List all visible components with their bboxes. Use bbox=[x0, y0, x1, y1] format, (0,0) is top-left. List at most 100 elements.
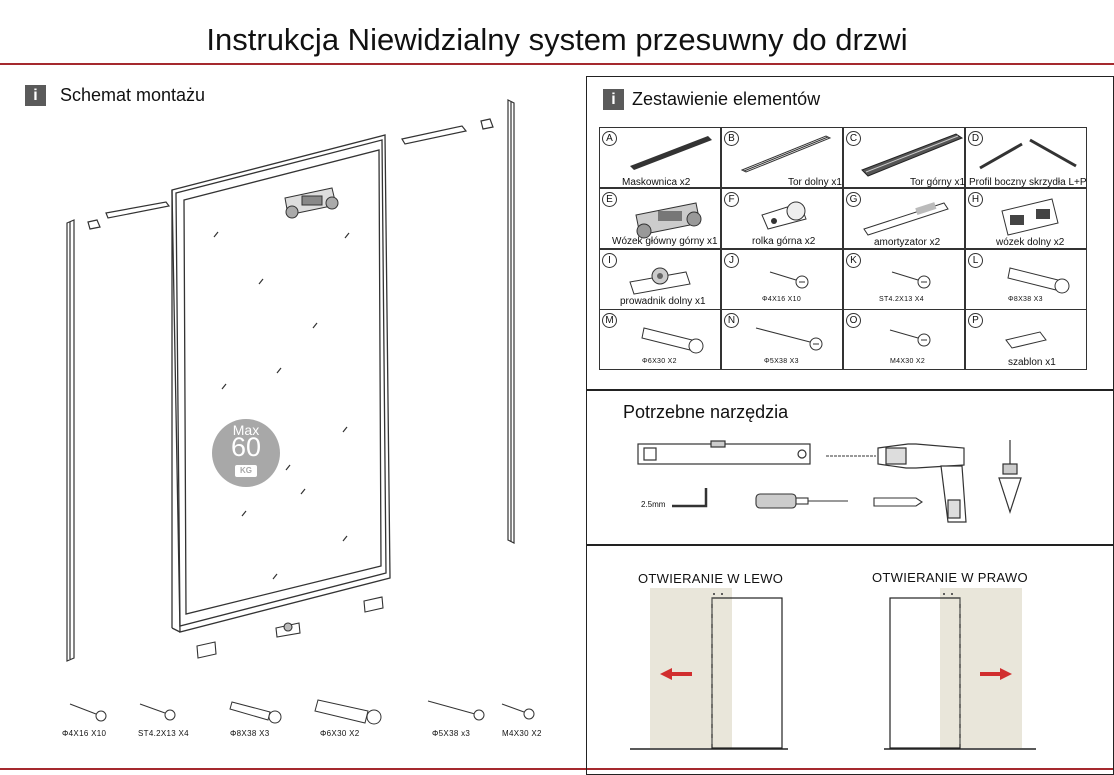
component-letter: B bbox=[724, 131, 739, 146]
top-track-icon bbox=[861, 133, 964, 177]
template-icon bbox=[1005, 331, 1047, 349]
component-cell: B Tor dolny x1 bbox=[721, 127, 843, 188]
component-label: Profil boczny skrzydła L+P bbox=[969, 177, 1087, 188]
weight-unit: KG bbox=[235, 465, 257, 477]
screw-caption: ST4.2X13 X4 bbox=[138, 729, 189, 738]
wall-plug-2-icon bbox=[314, 699, 382, 725]
component-label: Maskownica x2 bbox=[622, 177, 691, 188]
component-letter: D bbox=[968, 131, 983, 146]
component-letter: K bbox=[846, 253, 861, 268]
component-letter: E bbox=[602, 192, 617, 207]
bottom-guide-icon bbox=[629, 267, 691, 295]
component-label: prowadnik dolny x1 bbox=[620, 296, 706, 307]
component-letter: G bbox=[846, 192, 861, 207]
spirit-level-icon bbox=[637, 440, 811, 465]
long-screw-icon bbox=[427, 700, 485, 721]
component-letter: A bbox=[602, 131, 617, 146]
open-right-diagram bbox=[884, 588, 1036, 750]
screw-1-icon bbox=[69, 703, 107, 722]
assembly-heading-text: Schemat montażu bbox=[60, 85, 206, 105]
top-roller-icon bbox=[761, 201, 807, 230]
screw-caption: M4X30 X2 bbox=[502, 729, 542, 738]
component-letter: I bbox=[602, 253, 617, 268]
title-rule bbox=[0, 63, 1114, 65]
top-cover-strip bbox=[105, 201, 171, 219]
door-frame bbox=[171, 134, 391, 633]
components-heading: i Zestawienie elementów bbox=[603, 89, 820, 110]
component-letter: N bbox=[724, 313, 739, 328]
right-side-profile bbox=[507, 99, 515, 544]
bolt-icon bbox=[501, 703, 535, 720]
component-label: rolka górna x2 bbox=[752, 236, 816, 247]
component-letter: P bbox=[968, 313, 983, 328]
info-icon: i bbox=[603, 89, 624, 110]
component-label: M4X30 X2 bbox=[890, 358, 926, 365]
screw-caption: Φ4X16 X10 bbox=[62, 729, 107, 738]
max-weight-badge: Max 60 KG bbox=[212, 419, 280, 487]
bottom-trolley-icon bbox=[1001, 198, 1059, 236]
components-heading-text: Zestawienie elementów bbox=[632, 89, 821, 109]
component-letter: M bbox=[602, 313, 617, 328]
component-cell: M Φ6X30 X2 bbox=[599, 309, 721, 370]
screw-caption: Φ5X38 x3 bbox=[432, 729, 471, 738]
open-right-label: OTWIERANIE W PRAWO bbox=[872, 570, 1028, 585]
component-label: szablon x1 bbox=[1008, 357, 1056, 368]
bottom-parts bbox=[196, 596, 384, 659]
screw-icon bbox=[769, 271, 809, 289]
small-brackets bbox=[87, 118, 494, 230]
component-label: Wózek główny górny x1 bbox=[612, 236, 718, 247]
hex-key-icon bbox=[672, 488, 708, 508]
component-label: Tor dolny x1 bbox=[788, 177, 842, 188]
component-letter: L bbox=[968, 253, 983, 268]
tools-drawing bbox=[637, 440, 1022, 523]
screw-caption: Φ6X30 X2 bbox=[320, 729, 360, 738]
component-label: Φ6X30 X2 bbox=[642, 358, 677, 365]
assembly-diagram bbox=[66, 99, 515, 662]
side-profiles-icon bbox=[979, 138, 1077, 170]
screwdriver-bit-icon bbox=[873, 497, 923, 507]
plumb-bob-icon bbox=[998, 440, 1022, 514]
tools-heading: Potrzebne narzędzia bbox=[623, 402, 789, 422]
drill-icon bbox=[877, 443, 967, 523]
max-value: 60 bbox=[230, 432, 262, 462]
assembly-heading: i Schemat montażu bbox=[25, 85, 205, 106]
component-cell: C Tor górny x1 bbox=[843, 127, 965, 188]
component-cell: E Wózek główny górny x1 bbox=[599, 188, 721, 249]
left-side-profile bbox=[66, 219, 75, 662]
top-cover-strip-right bbox=[401, 125, 468, 145]
max-label: Max bbox=[232, 422, 260, 438]
component-letter: H bbox=[968, 192, 983, 207]
component-cell: N Φ5X38 X3 bbox=[721, 309, 843, 370]
component-label: Tor górny x1 bbox=[910, 177, 966, 188]
screwdriver-icon bbox=[755, 493, 848, 509]
bolt-icon bbox=[889, 329, 931, 347]
damper-icon bbox=[863, 202, 949, 236]
component-letter: C bbox=[846, 131, 861, 146]
info-icon: i bbox=[25, 85, 46, 106]
component-letter: F bbox=[724, 192, 739, 207]
component-cell: J Φ4X16 X10 bbox=[721, 249, 843, 310]
component-cell: A Maskownica x2 bbox=[599, 127, 721, 188]
trolley-on-door bbox=[284, 187, 339, 219]
component-cell: D Profil boczny skrzydła L+P bbox=[965, 127, 1087, 188]
component-label: Φ5X38 X3 bbox=[764, 358, 799, 365]
opening-diagrams bbox=[630, 588, 1036, 750]
screw-holes bbox=[213, 231, 350, 580]
arrow-left-icon bbox=[660, 668, 692, 680]
cover-profile-icon bbox=[630, 136, 712, 170]
component-label: Φ4X16 X10 bbox=[762, 296, 802, 303]
component-letter: J bbox=[724, 253, 739, 268]
arrow-right-icon bbox=[980, 668, 1012, 680]
long-screw-icon bbox=[755, 327, 823, 351]
screw-caption: Φ8X38 X3 bbox=[230, 729, 270, 738]
main-trolley-icon bbox=[635, 202, 702, 239]
open-left-diagram bbox=[630, 588, 788, 750]
wall-plug-icon bbox=[1007, 267, 1070, 294]
